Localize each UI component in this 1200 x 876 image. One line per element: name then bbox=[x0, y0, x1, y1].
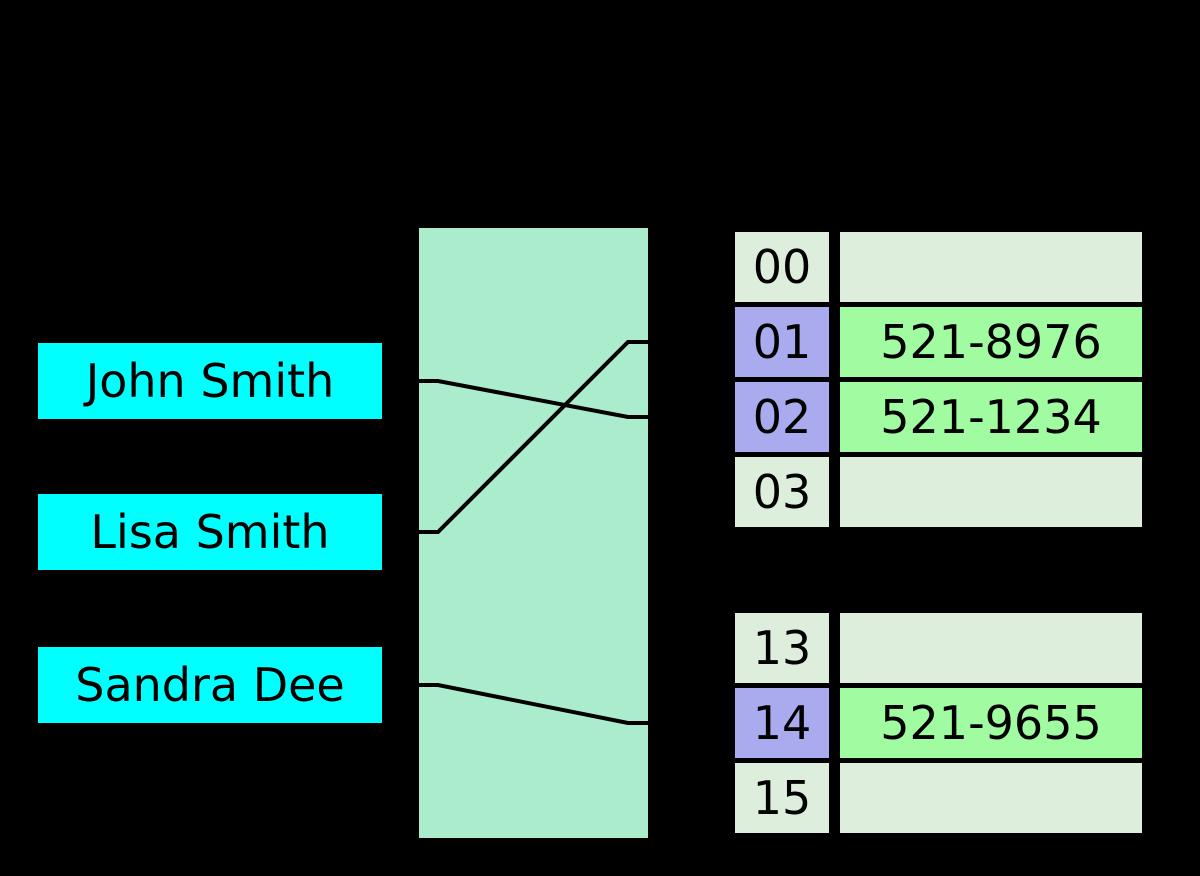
key-label: Sandra Dee bbox=[75, 658, 345, 712]
hash-function-box bbox=[419, 228, 648, 838]
bucket-value bbox=[840, 763, 1142, 833]
bucket-index: 14 bbox=[735, 688, 829, 758]
bucket-value: 521-1234 bbox=[840, 382, 1142, 452]
key-box-lisa-smith: Lisa Smith bbox=[38, 494, 382, 570]
bucket-index: 13 bbox=[735, 613, 829, 683]
bucket-index: 15 bbox=[735, 763, 829, 833]
key-box-john-smith: John Smith bbox=[38, 343, 382, 419]
bucket-index: 01 bbox=[735, 307, 829, 377]
bucket-index: 02 bbox=[735, 382, 829, 452]
key-label: John Smith bbox=[85, 354, 335, 408]
bucket-value bbox=[840, 232, 1142, 302]
key-label: Lisa Smith bbox=[90, 505, 330, 559]
bucket-value bbox=[840, 457, 1142, 527]
bucket-value: 521-9655 bbox=[840, 688, 1142, 758]
bucket-index: 00 bbox=[735, 232, 829, 302]
bucket-value: 521-8976 bbox=[840, 307, 1142, 377]
bucket-index: 03 bbox=[735, 457, 829, 527]
key-box-sandra-dee: Sandra Dee bbox=[38, 647, 382, 723]
bucket-value bbox=[840, 613, 1142, 683]
